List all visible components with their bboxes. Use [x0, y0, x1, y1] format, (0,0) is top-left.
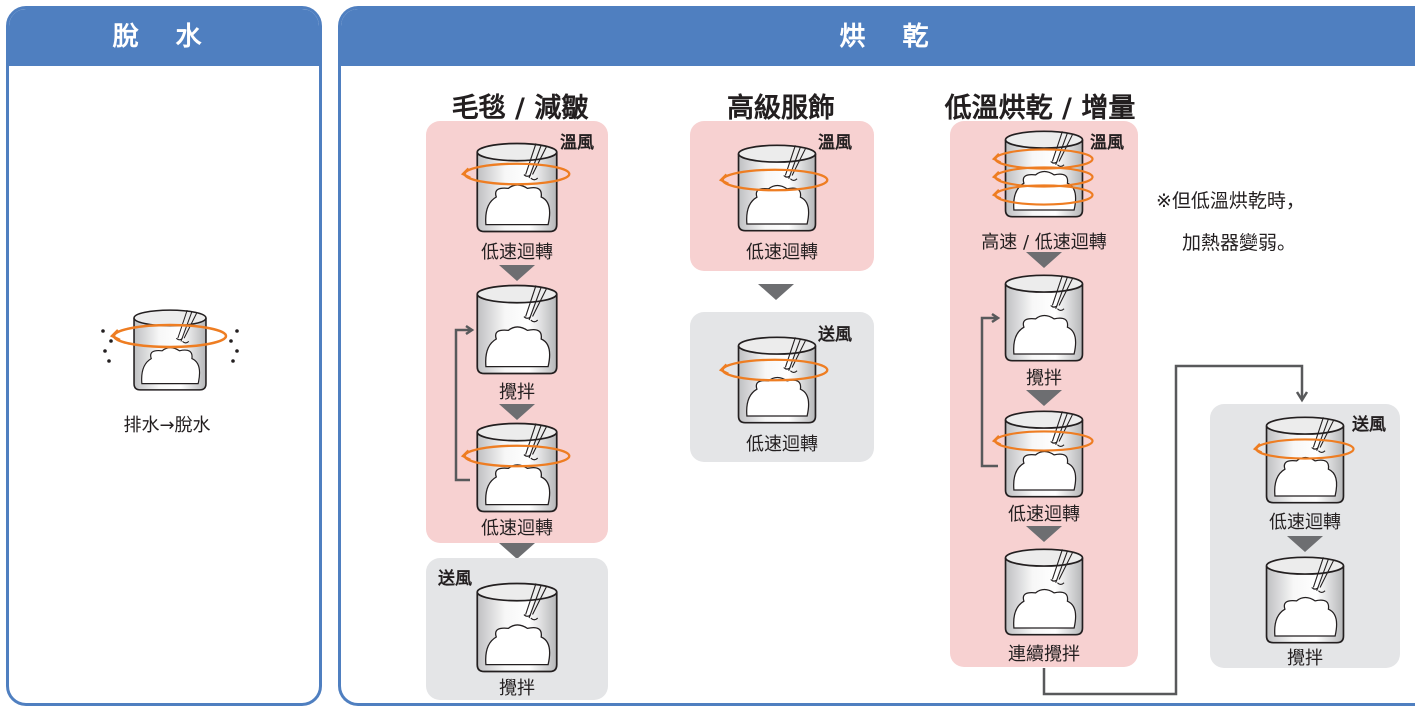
course-3-fan-arrow-1 [1287, 536, 1323, 552]
course-1-heading: 毛毯 / 減皺 [451, 93, 589, 124]
course-2-heading: 高級服飾 [727, 93, 835, 124]
course-1-step-2-label: 攪拌 [499, 382, 535, 403]
course-3-heading: 低溫烘乾 / 增量 [944, 93, 1136, 124]
course-3-step-2-label: 攪拌 [1026, 368, 1062, 389]
course-3-arrow-1 [1026, 252, 1062, 268]
course-3-fan-step-2-drum-icon [1260, 554, 1350, 646]
course-2-warm-air-tag: 溫風 [818, 133, 852, 153]
course-3-step-2-drum-icon [1000, 272, 1088, 364]
course-3-step-4-drum-icon [1000, 546, 1088, 638]
course-1-step-3-rotation-icon [458, 442, 576, 470]
course-2-step-1-label: 低速迴轉 [746, 242, 818, 263]
course-3-step-1-rotation-icon-bottom [985, 182, 1103, 208]
water-drops-right-icon [229, 329, 239, 363]
course-1-step-1-rotation-icon [458, 160, 576, 188]
course-3-fan-step-1-label: 低速迴轉 [1269, 512, 1341, 533]
course-1-arrow-2 [499, 404, 535, 420]
spin-rotation-icon [110, 321, 230, 351]
course-1-step-3-label: 低速迴轉 [481, 518, 553, 539]
course-3-fan-step-1-rotation-icon [1246, 436, 1364, 462]
spin-panel: 脫 水 排水→脫水 [6, 6, 322, 706]
course-3-step-1-label: 高速 / 低速迴轉 [981, 232, 1107, 253]
course-1-warm-air-tag: 溫風 [560, 133, 594, 153]
course-2-fan-air-tag: 送風 [818, 325, 852, 345]
course-1-step-1-label: 低速迴轉 [481, 242, 553, 263]
course-3-step-3-label: 低速迴轉 [1008, 504, 1080, 525]
water-drops-left-icon [101, 329, 113, 363]
course-1-arrow-3 [499, 543, 535, 559]
course-3-step-3-drum-icon [1000, 408, 1088, 500]
spin-caption: 排水→脫水 [123, 415, 211, 436]
course-3-arrow-2 [1026, 390, 1062, 406]
course-3-arrow-3 [1026, 526, 1062, 542]
course-3-fan-step-2-label: 攪拌 [1287, 648, 1323, 669]
low-temp-note-line-2: 加熱器變弱。 [1182, 232, 1297, 254]
course-1-fan-air-tag: 送風 [438, 569, 472, 589]
course-3-step-3-rotation-icon [985, 428, 1103, 454]
course-3-step-4-label: 連續攪拌 [1008, 644, 1080, 665]
course-2-step-1-rotation-icon [716, 166, 834, 194]
spin-panel-title: 脫 水 [9, 9, 319, 66]
course-3-warm-air-tag: 溫風 [1090, 133, 1124, 153]
course-1-step-2-drum-icon [472, 282, 562, 377]
course-3-fan-air-tag: 送風 [1352, 415, 1386, 435]
course-1-fan-step-1-drum-icon [472, 580, 562, 675]
course-1-arrow-1 [499, 265, 535, 281]
low-temp-note-line-1: ※但低溫烘乾時， [1156, 190, 1305, 212]
course-2-arrow-1 [758, 284, 794, 300]
course-2-fan-step-1-label: 低速迴轉 [746, 434, 818, 455]
dry-panel-title: 烘 乾 [341, 9, 1415, 66]
course-1-fan-step-1-label: 攪拌 [499, 678, 535, 699]
course-2-fan-step-1-rotation-icon [716, 356, 834, 384]
